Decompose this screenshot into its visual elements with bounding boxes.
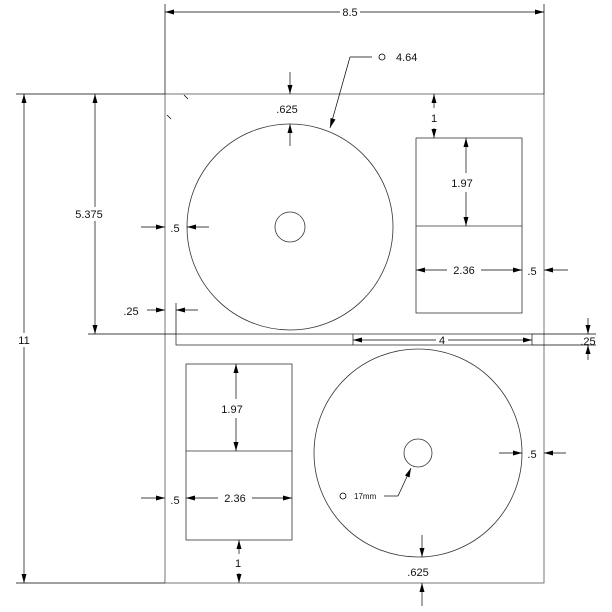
bottom-disc	[313, 348, 523, 558]
dim-bottom-card-left-margin: .5	[141, 495, 180, 507]
dim-strip-height: .25	[532, 318, 596, 360]
dim-top-card-height: 1.97	[451, 138, 473, 226]
dim-top-disc-left-margin-label: .5	[170, 223, 179, 235]
diameter-symbol-icon	[378, 53, 386, 61]
dim-strip-left-offset-label: .25	[123, 306, 138, 318]
dim-bottom-disc-right-margin: .5	[499, 449, 566, 461]
dim-bottom-card-width: 2.36	[186, 493, 292, 505]
dim-top-card-right-margin: .5	[527, 266, 568, 278]
middle-strip	[175, 333, 533, 346]
dim-bottom-card-height-label: 1.97	[221, 404, 242, 416]
dim-top-half-height: 5.375	[72, 94, 176, 335]
dim-top-card-right-margin-label: .5	[527, 266, 536, 278]
diameter-symbol-icon	[339, 492, 347, 500]
dim-bottom-card-height: 1.97	[221, 364, 243, 451]
dim-hole-diameter-label: 17mm	[354, 492, 377, 501]
dim-hole-diameter: 17mm	[339, 467, 412, 501]
corner-tick	[183, 94, 189, 100]
dim-bottom-disc-right-margin-label: .5	[527, 449, 536, 461]
dim-strip-length-label: 4	[439, 335, 445, 347]
dim-top-card-width: 2.36	[416, 265, 522, 277]
dim-top-card-top-margin: 1	[431, 94, 437, 138]
dim-top-card-top-margin-label: 1	[431, 113, 437, 125]
dim-sheet-width: 8.5	[165, 5, 544, 19]
dim-sheet-height-label: 11	[18, 335, 29, 347]
dim-bottom-disc-bottom-margin: .625	[407, 535, 429, 606]
dim-bottom-card-width-label: 2.36	[224, 493, 245, 505]
bottom-disc-hole	[403, 438, 433, 468]
sheet-outline	[164, 93, 545, 584]
dim-top-disc-top-margin: .625	[276, 72, 298, 146]
dim-bottom-card-left-margin-label: .5	[170, 495, 179, 507]
top-disc	[186, 123, 394, 331]
dim-sheet-height: 11	[14, 93, 165, 584]
dim-top-card-height-label: 1.97	[451, 178, 472, 190]
dim-top-disc-top-margin-label: .625	[276, 104, 297, 116]
top-card	[415, 137, 523, 314]
dim-top-half-height-label: 5.375	[75, 209, 103, 221]
top-disc-hole	[274, 211, 306, 243]
dim-bottom-card-bottom-margin-label: 1	[235, 558, 241, 570]
dim-bottom-card-bottom-margin: 1	[235, 540, 242, 583]
dim-strip-height-label: .25	[580, 336, 595, 348]
dim-top-disc-left-margin: .5	[141, 223, 209, 235]
bottom-card	[185, 363, 293, 541]
dim-top-card-width-label: 2.36	[453, 265, 474, 277]
dim-strip-left-offset: .25	[123, 303, 198, 334]
dim-disc-diameter-label: 4.64	[396, 52, 417, 64]
corner-tick	[166, 114, 172, 120]
dim-bottom-disc-bottom-margin-label: .625	[407, 567, 428, 579]
dim-sheet-width-label: 8.5	[342, 7, 357, 19]
dim-disc-diameter: 4.64	[329, 52, 417, 129]
dim-strip-length: 4	[353, 335, 532, 347]
